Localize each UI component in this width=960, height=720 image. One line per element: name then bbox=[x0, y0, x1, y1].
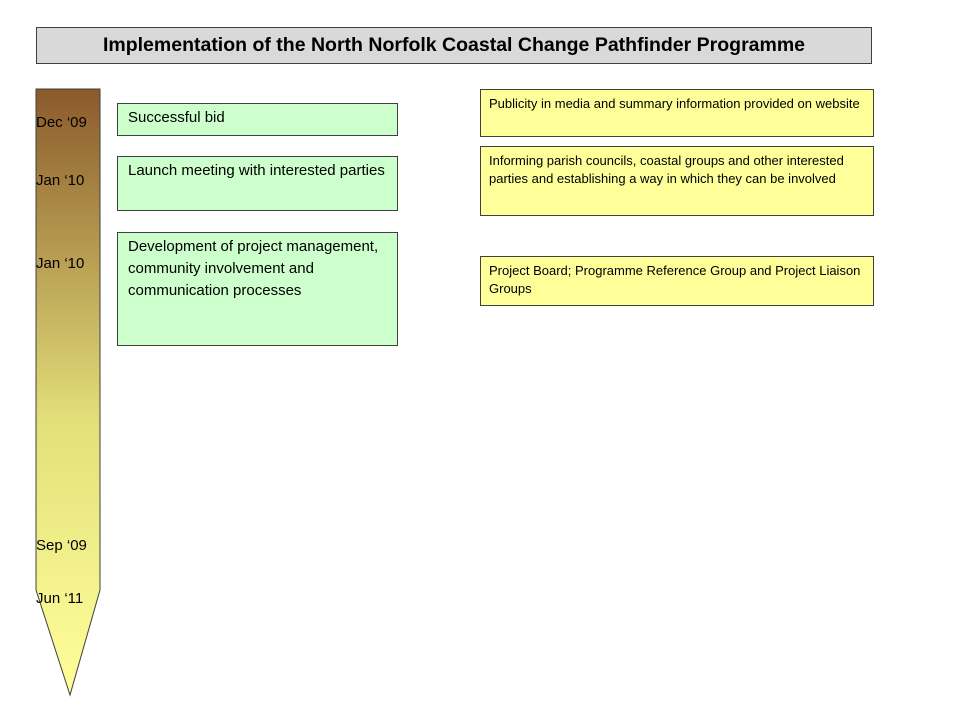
timeline-shape bbox=[35, 88, 101, 697]
milestone-launch-meeting: Launch meeting with interested parties bbox=[117, 156, 398, 211]
timeline-date-4: Sep ‘09 bbox=[36, 537, 87, 554]
action-project-board: Project Board; Programme Reference Group… bbox=[480, 256, 874, 306]
timeline-date-1: Dec ‘09 bbox=[36, 114, 87, 131]
timeline-date-5: Jun ‘11 bbox=[36, 590, 84, 607]
milestone-development: Development of project management, commu… bbox=[117, 232, 398, 346]
action-publicity: Publicity in media and summary informati… bbox=[480, 89, 874, 137]
milestone-successful-bid: Successful bid bbox=[117, 103, 398, 136]
diagram-title: Implementation of the North Norfolk Coas… bbox=[36, 27, 872, 64]
action-informing-parishes: Informing parish councils, coastal group… bbox=[480, 146, 874, 216]
timeline-date-3: Jan ‘10 bbox=[36, 255, 85, 272]
timeline-date-2: Jan ‘10 bbox=[36, 172, 85, 189]
